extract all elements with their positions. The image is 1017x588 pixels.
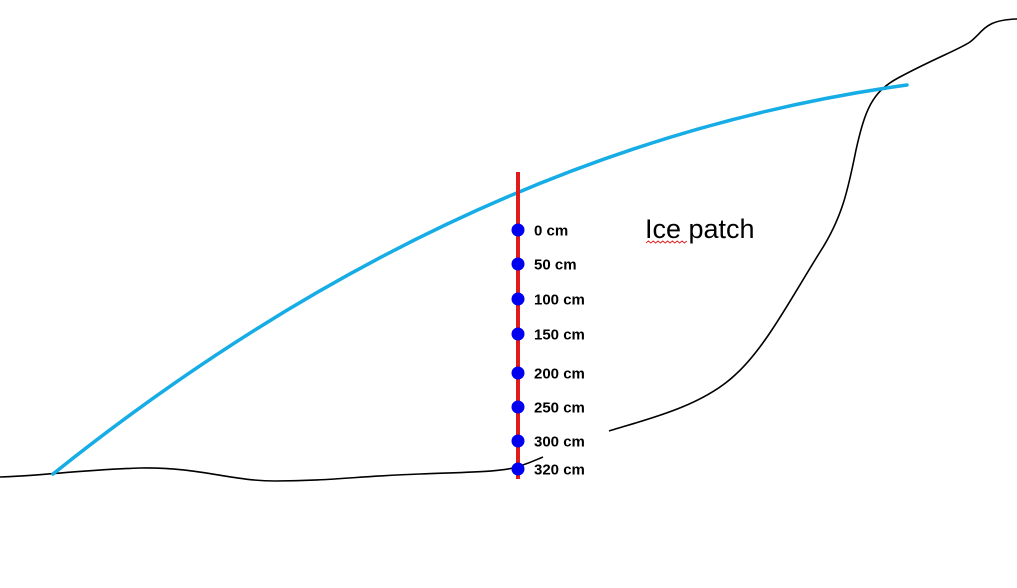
depth-marker-dot (511, 400, 525, 414)
ice-surface-line (51, 83, 909, 476)
ground-profile-left (0, 456, 544, 482)
depth-marker-label: 150 cm (534, 327, 585, 344)
ground-profile-right (608, 18, 1017, 432)
depth-marker-dot (511, 292, 525, 306)
depth-marker-label: 250 cm (534, 400, 585, 417)
depth-marker-label: 200 cm (534, 366, 585, 383)
depth-marker-dot (511, 223, 525, 237)
depth-marker-label: 320 cm (534, 462, 585, 479)
depth-marker-dot (511, 434, 525, 448)
depth-marker-dot (511, 366, 525, 380)
depth-marker-label: 300 cm (534, 434, 585, 451)
depth-marker-dot (511, 462, 525, 476)
ice-patch-label: Ice patch (645, 214, 755, 244)
depth-marker-dot (511, 327, 525, 341)
spellcheck-underline (645, 240, 688, 244)
measurement-pole (516, 172, 520, 479)
depth-markers-group: 0 cm 50 cm 100 cm 150 cm 200 cm 250 cm 300 cm 3… (511, 223, 585, 479)
depth-marker-label: 0 cm (534, 223, 568, 240)
depth-marker-label: 50 cm (534, 257, 577, 274)
depth-marker-label: 100 cm (534, 292, 585, 309)
depth-marker-dot (511, 257, 525, 271)
